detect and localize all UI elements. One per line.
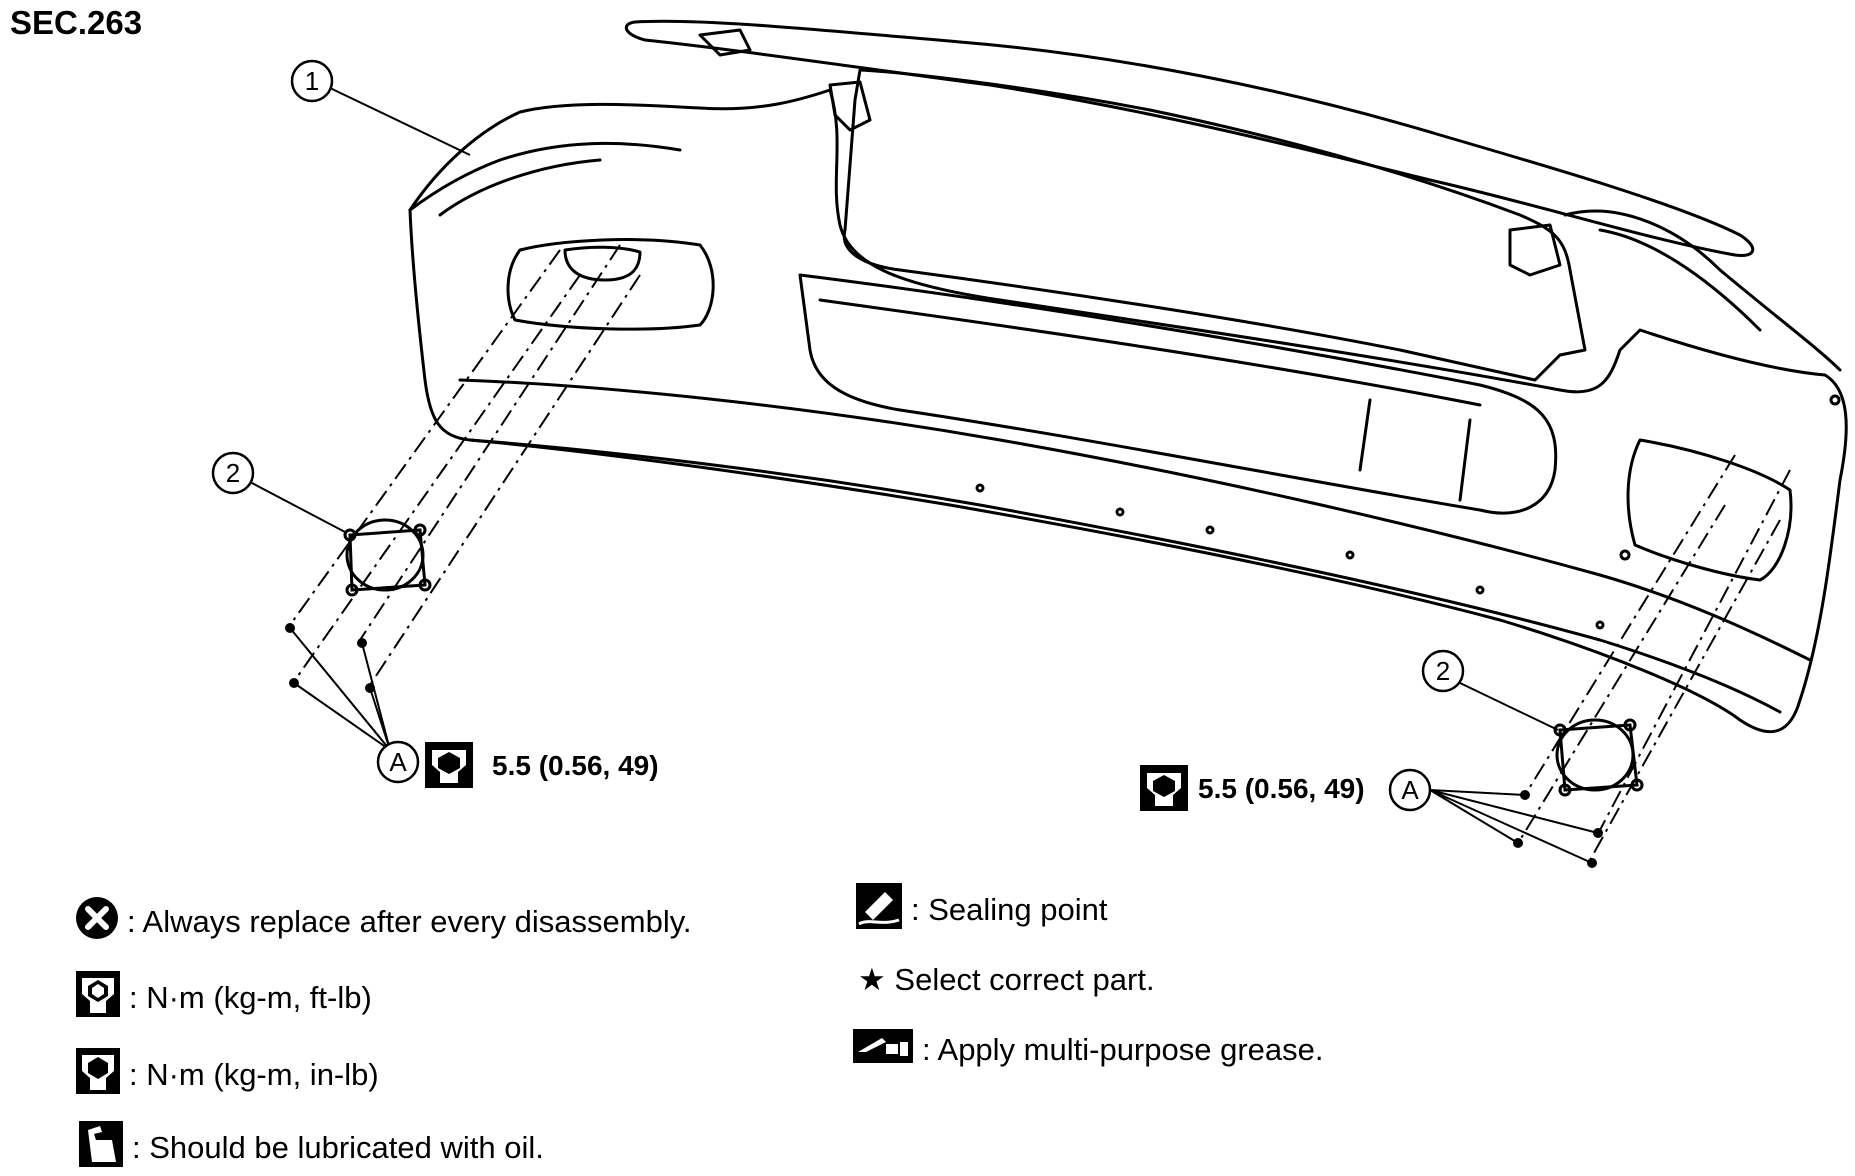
callout-a-right-circle	[1388, 768, 1432, 812]
x-circle-icon	[75, 896, 119, 948]
lower-grille	[798, 273, 1558, 515]
callout-2-right-label: 2	[1436, 656, 1450, 686]
grease-gun-icon	[852, 1028, 914, 1072]
callout-a-right-label: A	[1401, 775, 1419, 805]
section-number: SEC.263	[10, 4, 143, 41]
wrench-solid-icon	[75, 1047, 121, 1103]
sealing-icon	[855, 882, 903, 938]
fog-lamp-right	[1553, 718, 1644, 797]
callout-1-label: 1	[305, 66, 319, 96]
bumper-fascia-outline	[408, 88, 1848, 734]
torque-icon-left	[425, 742, 473, 788]
callout-2-left-circle	[211, 451, 255, 495]
fog-lamp-left	[343, 518, 432, 597]
legend-replace-text: : Always replace after every disassembly…	[127, 904, 692, 939]
legend-grease: : Apply multi-purpose grease.	[852, 1028, 1324, 1072]
legend-sealing-text: : Sealing point	[911, 892, 1108, 927]
legend-torque-ftlb: : N·m (kg-m, ft-lb)	[75, 970, 372, 1026]
legend-torque-inlb-text: : N·m (kg-m, in-lb)	[129, 1057, 379, 1092]
legend-sealing: : Sealing point	[855, 882, 1107, 938]
oil-can-icon	[78, 1120, 124, 1176]
legend-torque-ftlb-text: : N·m (kg-m, ft-lb)	[129, 980, 372, 1015]
bumper-top-edge	[624, 19, 1754, 258]
torque-icon-right	[1140, 765, 1188, 811]
callout-a-left-circle	[376, 740, 420, 784]
legend-star-text: ★ Select correct part.	[858, 962, 1155, 997]
screws-left	[285, 623, 375, 693]
callout-1-circle	[290, 59, 334, 103]
legend-torque-inlb: : N·m (kg-m, in-lb)	[75, 1047, 379, 1103]
callout-a-left-label: A	[389, 747, 407, 777]
right-fog-recess	[1626, 438, 1793, 582]
torque-value-right: 5.5 (0.56, 49)	[1198, 773, 1365, 804]
callout-2-right-circle	[1421, 649, 1465, 693]
legend-oil-text: : Should be lubricated with oil.	[132, 1130, 544, 1165]
wrench-outline-icon	[75, 970, 121, 1026]
legend-replace: : Always replace after every disassembly…	[75, 896, 692, 948]
left-fog-recess	[506, 238, 715, 331]
grille-opening	[842, 68, 1587, 382]
legend-oil: : Should be lubricated with oil.	[78, 1120, 544, 1176]
torque-value-left: 5.5 (0.56, 49)	[492, 750, 659, 781]
callout-2-left-label: 2	[226, 458, 240, 488]
legend-grease-text: : Apply multi-purpose grease.	[922, 1032, 1324, 1067]
legend-star: ★ Select correct part.	[858, 962, 1155, 998]
